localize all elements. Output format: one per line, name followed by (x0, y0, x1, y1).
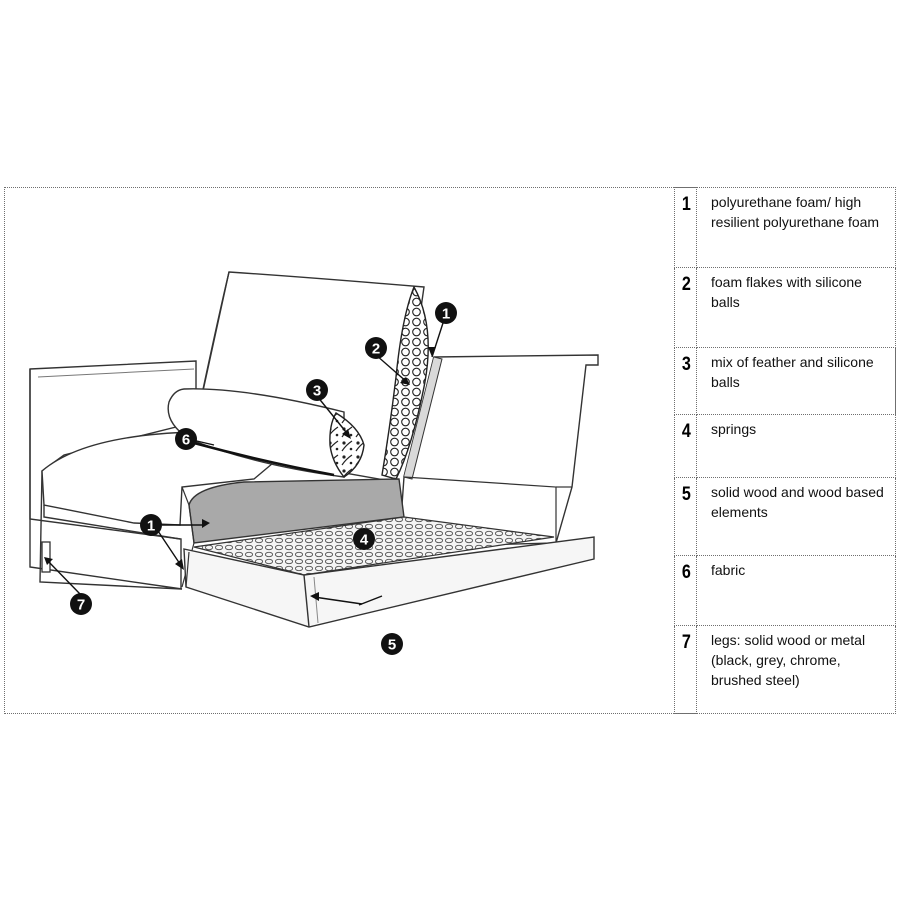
svg-text:6: 6 (182, 432, 190, 449)
legend-row: 6 fabric (675, 555, 896, 626)
legend-number: 1 (675, 187, 696, 268)
callout-badge-3: 3 (306, 379, 328, 401)
legend-number: 3 (675, 347, 696, 415)
legend-row: 7 legs: solid wood or metal (black, grey… (675, 625, 896, 714)
legend-row: 2 foam flakes with silicone balls (675, 267, 896, 348)
legend-row: 5 solid wood and wood based elements (675, 477, 896, 556)
leader-arrowheads (44, 347, 436, 601)
svg-text:1: 1 (442, 306, 450, 323)
sofa-legs (41, 541, 51, 573)
callout-badge-1-seat: 1 (140, 514, 162, 536)
callout-badge-6: 6 (175, 428, 197, 450)
legend-number: 6 (675, 555, 696, 626)
callout-badge-4: 4 (353, 528, 375, 550)
legend-description: foam flakes with silicone balls (696, 267, 896, 348)
legend-row: 1 polyurethane foam/ high resilient poly… (675, 187, 896, 268)
legend-row: 3 mix of feather and silicone balls (675, 347, 896, 415)
legend-description: legs: solid wood or metal (black, grey, … (696, 625, 896, 714)
legend-row: 4 springs (675, 414, 896, 478)
svg-text:7: 7 (77, 597, 85, 614)
svg-text:1: 1 (147, 518, 155, 535)
legend-number: 4 (675, 414, 696, 478)
legend-description: solid wood and wood based elements (696, 477, 896, 556)
callout-badge-1-back: 1 (435, 302, 457, 324)
legend-number: 5 (675, 477, 696, 556)
callout-badge-5: 5 (381, 633, 403, 655)
sofa-cutaway-diagram: 1 2 3 6 1 4 7 5 (29, 271, 599, 655)
svg-text:4: 4 (360, 532, 369, 549)
legend-description: fabric (696, 555, 896, 626)
figure-frame (4, 187, 896, 714)
legend-description: mix of feather and silicone balls (696, 347, 896, 415)
svg-text:3: 3 (313, 383, 321, 400)
materials-legend-table: 1 polyurethane foam/ high resilient poly… (674, 187, 896, 714)
spring-layer (193, 516, 555, 576)
callout-badge-7: 7 (70, 593, 92, 615)
legend-description: springs (696, 414, 896, 478)
legend-number: 7 (675, 625, 696, 714)
callout-badge-2: 2 (365, 337, 387, 359)
legend-description: polyurethane foam/ high resilient polyur… (696, 187, 896, 268)
legend-number: 2 (675, 267, 696, 348)
svg-text:2: 2 (372, 341, 380, 358)
wooden-base-frame (183, 536, 595, 628)
back-foam-panel (398, 354, 599, 548)
bolster-roll (167, 388, 365, 478)
svg-text:5: 5 (388, 637, 396, 654)
fabric-seam (193, 441, 335, 477)
